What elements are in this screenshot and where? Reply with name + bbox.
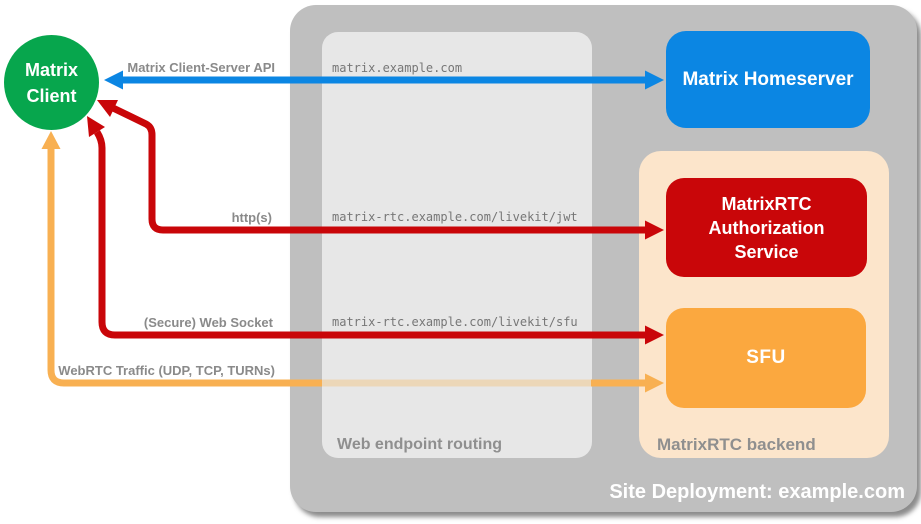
- matrixrtc-backend-caption: MatrixRTC backend: [657, 435, 816, 454]
- sfu-label: SFU: [746, 347, 786, 368]
- sfu-endpoint-url: matrix-rtc.example.com/livekit/sfu: [332, 315, 578, 329]
- secure-websocket-label: (Secure) Web Socket: [143, 315, 273, 330]
- auth-service-label-line3: Service: [734, 241, 799, 262]
- https-label: http(s): [231, 210, 272, 225]
- matrixrtc-authorization-service-node: MatrixRTC Authorization Service: [666, 178, 867, 277]
- arrowhead-left-icon: [104, 70, 123, 90]
- matrix-client-node: Matrix Client: [4, 35, 99, 130]
- jwt-endpoint-url: matrix-rtc.example.com/livekit/jwt: [332, 210, 578, 224]
- matrix-homeserver-label: Matrix Homeserver: [682, 68, 854, 90]
- matrix-homeserver-node: Matrix Homeserver: [666, 31, 870, 128]
- arrowhead-left-icon: [97, 100, 118, 117]
- matrix-client-label-line1: Matrix: [24, 59, 78, 80]
- arrowhead-up-icon: [41, 131, 61, 149]
- web-endpoint-routing-caption: Web endpoint routing: [337, 436, 503, 453]
- sfu-node: SFU: [666, 308, 866, 408]
- auth-service-label-line2: Authorization: [708, 217, 825, 238]
- site-deployment-caption: Site Deployment: example.com: [609, 481, 905, 503]
- auth-service-label-line1: MatrixRTC: [721, 193, 812, 214]
- webrtc-traffic-label: WebRTC Traffic (UDP, TCP, TURNs): [58, 363, 275, 378]
- arrowhead-left-icon: [87, 116, 105, 137]
- matrix-client-label-line2: Client: [26, 85, 77, 106]
- homeserver-endpoint-url: matrix.example.com: [332, 61, 463, 75]
- client-server-api-label: Matrix Client-Server API: [127, 60, 275, 75]
- web-endpoint-routing-container: [322, 32, 592, 458]
